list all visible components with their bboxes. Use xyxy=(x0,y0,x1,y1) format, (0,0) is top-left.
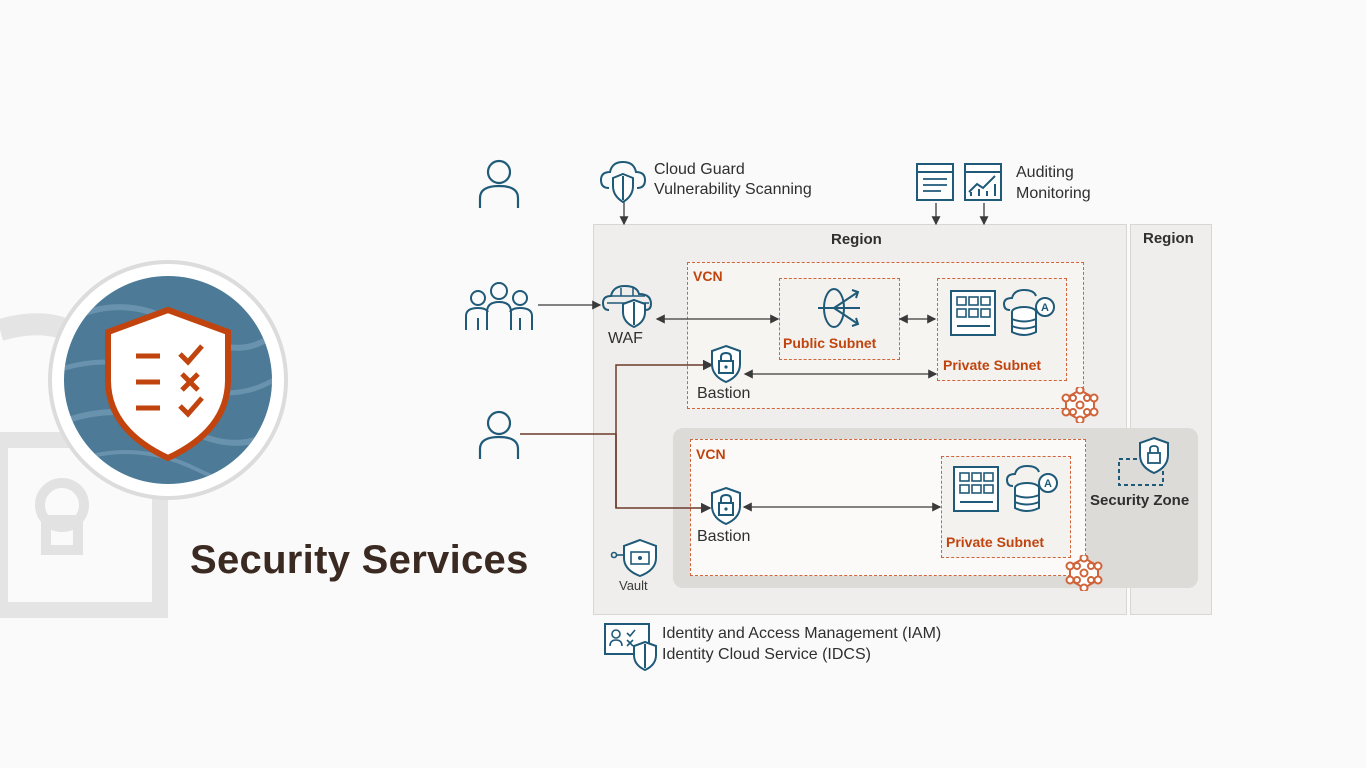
auditing-label: Auditing xyxy=(1016,164,1074,181)
vcn-mesh-icon xyxy=(1065,555,1103,591)
private-subnet-top-label: Private Subnet xyxy=(943,357,1042,373)
identity-icon xyxy=(603,622,659,672)
bastion-top-icon xyxy=(710,344,742,384)
waf-label: WAF xyxy=(608,330,643,347)
vcn-bottom-label: VCN xyxy=(696,446,726,462)
iam-label: Identity and Access Management (IAM) xyxy=(662,625,942,642)
autonomous-database-icon: A xyxy=(1005,464,1061,514)
load-balancer-icon xyxy=(816,286,862,332)
page-title: Security Services xyxy=(190,538,529,582)
vault-label: Vault xyxy=(619,578,648,593)
vcn-top-label: VCN xyxy=(693,268,723,284)
monitoring-label: Monitoring xyxy=(1016,185,1091,202)
idcs-label: Identity Cloud Service (IDCS) xyxy=(662,646,871,663)
vault-icon xyxy=(610,538,660,578)
monitoring-icon xyxy=(963,162,1003,202)
compute-icon xyxy=(953,466,999,512)
private-subnet-bottom-label: Private Subnet xyxy=(946,534,1045,550)
compute-icon xyxy=(950,290,996,336)
security-badge-icon xyxy=(48,260,288,500)
admin-user-icon xyxy=(476,407,522,461)
autonomous-database-icon: A xyxy=(1002,288,1058,338)
public-subnet-label: Public Subnet xyxy=(783,335,877,351)
bastion-bottom-icon xyxy=(710,486,742,526)
waf-icon xyxy=(601,280,655,328)
vcn-mesh-icon xyxy=(1061,387,1099,423)
bastion-bottom-label: Bastion xyxy=(697,528,751,545)
cloud-guard-icon xyxy=(599,158,647,204)
user-group-icon xyxy=(462,278,536,332)
user-icon xyxy=(476,156,522,210)
cloud-guard-label: Cloud Guard xyxy=(654,161,745,178)
auditing-icon xyxy=(915,162,955,202)
bastion-top-label: Bastion xyxy=(697,385,751,402)
vulnerability-scanning-label: Vulnerability Scanning xyxy=(654,181,812,198)
svg-text:A: A xyxy=(1041,302,1049,314)
region-main-label: Region xyxy=(831,231,882,248)
security-zone-icon xyxy=(1116,435,1172,489)
svg-text:A: A xyxy=(1044,478,1052,490)
security-zone-label: Security Zone xyxy=(1090,492,1190,509)
region-secondary-label: Region xyxy=(1143,230,1194,247)
